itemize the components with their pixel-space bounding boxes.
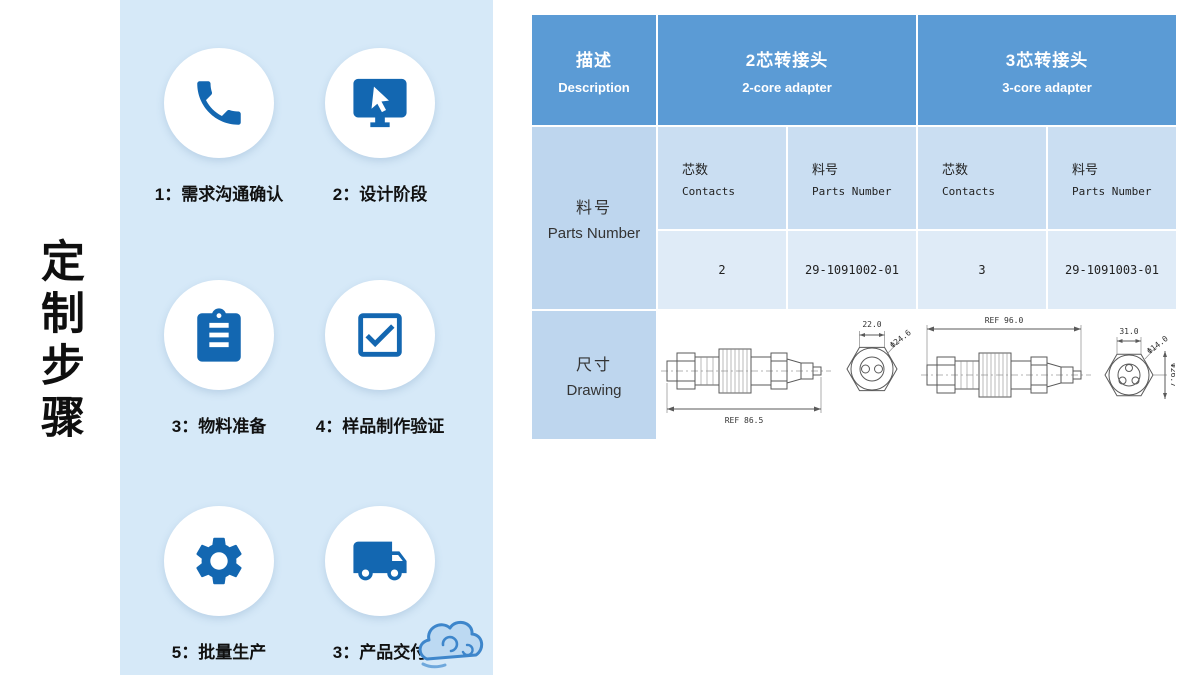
header-description-cn: 描述 <box>576 50 612 70</box>
step-label: 3：物料准备 <box>171 417 267 436</box>
dim-3core-length: REF 96.0 <box>985 316 1024 325</box>
step-circle <box>325 280 435 390</box>
clipboard-icon <box>197 308 241 362</box>
step-circle <box>164 506 274 616</box>
step-label: 1：需求沟通确认 <box>154 185 284 204</box>
value-3core-contacts: 3 <box>918 231 1046 309</box>
step-label: 5：批量生产 <box>171 643 267 662</box>
header-2core-en: 2-core adapter <box>742 79 832 95</box>
checkbox-icon <box>358 313 402 357</box>
step-label: 4：样品制作验证 <box>315 417 445 436</box>
header-2core-cn: 2芯转接头 <box>745 50 829 70</box>
page-title: 定制步骤 <box>34 238 83 446</box>
header-3core-adapter: 3芯转接头 3-core adapter <box>918 15 1176 125</box>
step-label: 3：产品交付 <box>332 643 428 662</box>
subheader-3core-parts-number: 料号 Parts Number <box>1048 127 1176 229</box>
dim-2core-length: REF 86.5 <box>725 416 764 425</box>
header-3core-en: 3-core adapter <box>1002 79 1092 95</box>
phone-icon <box>197 81 241 125</box>
dim-3core-width: 31.0 <box>1119 327 1138 336</box>
cloud-decoration-icon <box>418 620 484 669</box>
step-circle <box>325 506 435 616</box>
monitor-cursor-icon <box>353 78 407 128</box>
value-2core-part-number: 29-1091002-01 <box>788 231 916 309</box>
subheader-3core-contacts: 芯数 Contacts <box>918 127 1046 229</box>
drawing-3core-adapter: REF 96.0 <box>918 311 1176 439</box>
gear-icon <box>196 537 242 585</box>
header-3core-cn: 3芯转接头 <box>1005 50 1089 70</box>
header-description-en: Description <box>558 79 630 95</box>
step-circle <box>164 48 274 158</box>
dim-3core-pin-diameter: Φ14.0 <box>1145 334 1170 356</box>
step-item-4: 4：样品制作验证 <box>295 280 465 437</box>
dim-2core-width: 22.0 <box>862 320 881 329</box>
steps-panel: 1：需求沟通确认 2：设计阶段 3：物料准备 <box>120 0 493 675</box>
drawing-2core-svg: REF 86.5 22.0 Φ24.6 <box>661 320 913 425</box>
row-label-parts-number: 料号 Parts Number <box>532 127 656 309</box>
step-circle <box>325 48 435 158</box>
drawing-2core-adapter: REF 86.5 22.0 Φ24.6 <box>658 311 916 439</box>
header-2core-adapter: 2芯转接头 2-core adapter <box>658 15 916 125</box>
step-item-2: 2：设计阶段 <box>295 48 465 205</box>
dim-2core-diameter: Φ24.6 <box>888 328 913 350</box>
value-2core-contacts: 2 <box>658 231 786 309</box>
value-3core-part-number: 29-1091003-01 <box>1048 231 1176 309</box>
spec-table: 描述 Description 2芯转接头 2-core adapter 3芯转接… <box>532 15 1176 439</box>
step-item-6: 3：产品交付 <box>295 506 465 663</box>
step-item-3: 3：物料准备 <box>134 280 304 437</box>
step-item-5: 5：批量生产 <box>134 506 304 663</box>
step-circle <box>164 280 274 390</box>
step-label: 2：设计阶段 <box>332 185 428 204</box>
step-item-1: 1：需求沟通确认 <box>134 48 304 205</box>
subheader-2core-parts-number: 料号 Parts Number <box>788 127 916 229</box>
subheader-2core-contacts: 芯数 Contacts <box>658 127 786 229</box>
drawing-3core-svg: REF 96.0 <box>921 316 1175 399</box>
dim-3core-outer-diameter: Φ26.7 <box>1169 363 1175 387</box>
truck-icon <box>353 541 407 581</box>
header-description: 描述 Description <box>532 15 656 125</box>
row-label-drawing: 尺寸 Drawing <box>532 311 656 439</box>
